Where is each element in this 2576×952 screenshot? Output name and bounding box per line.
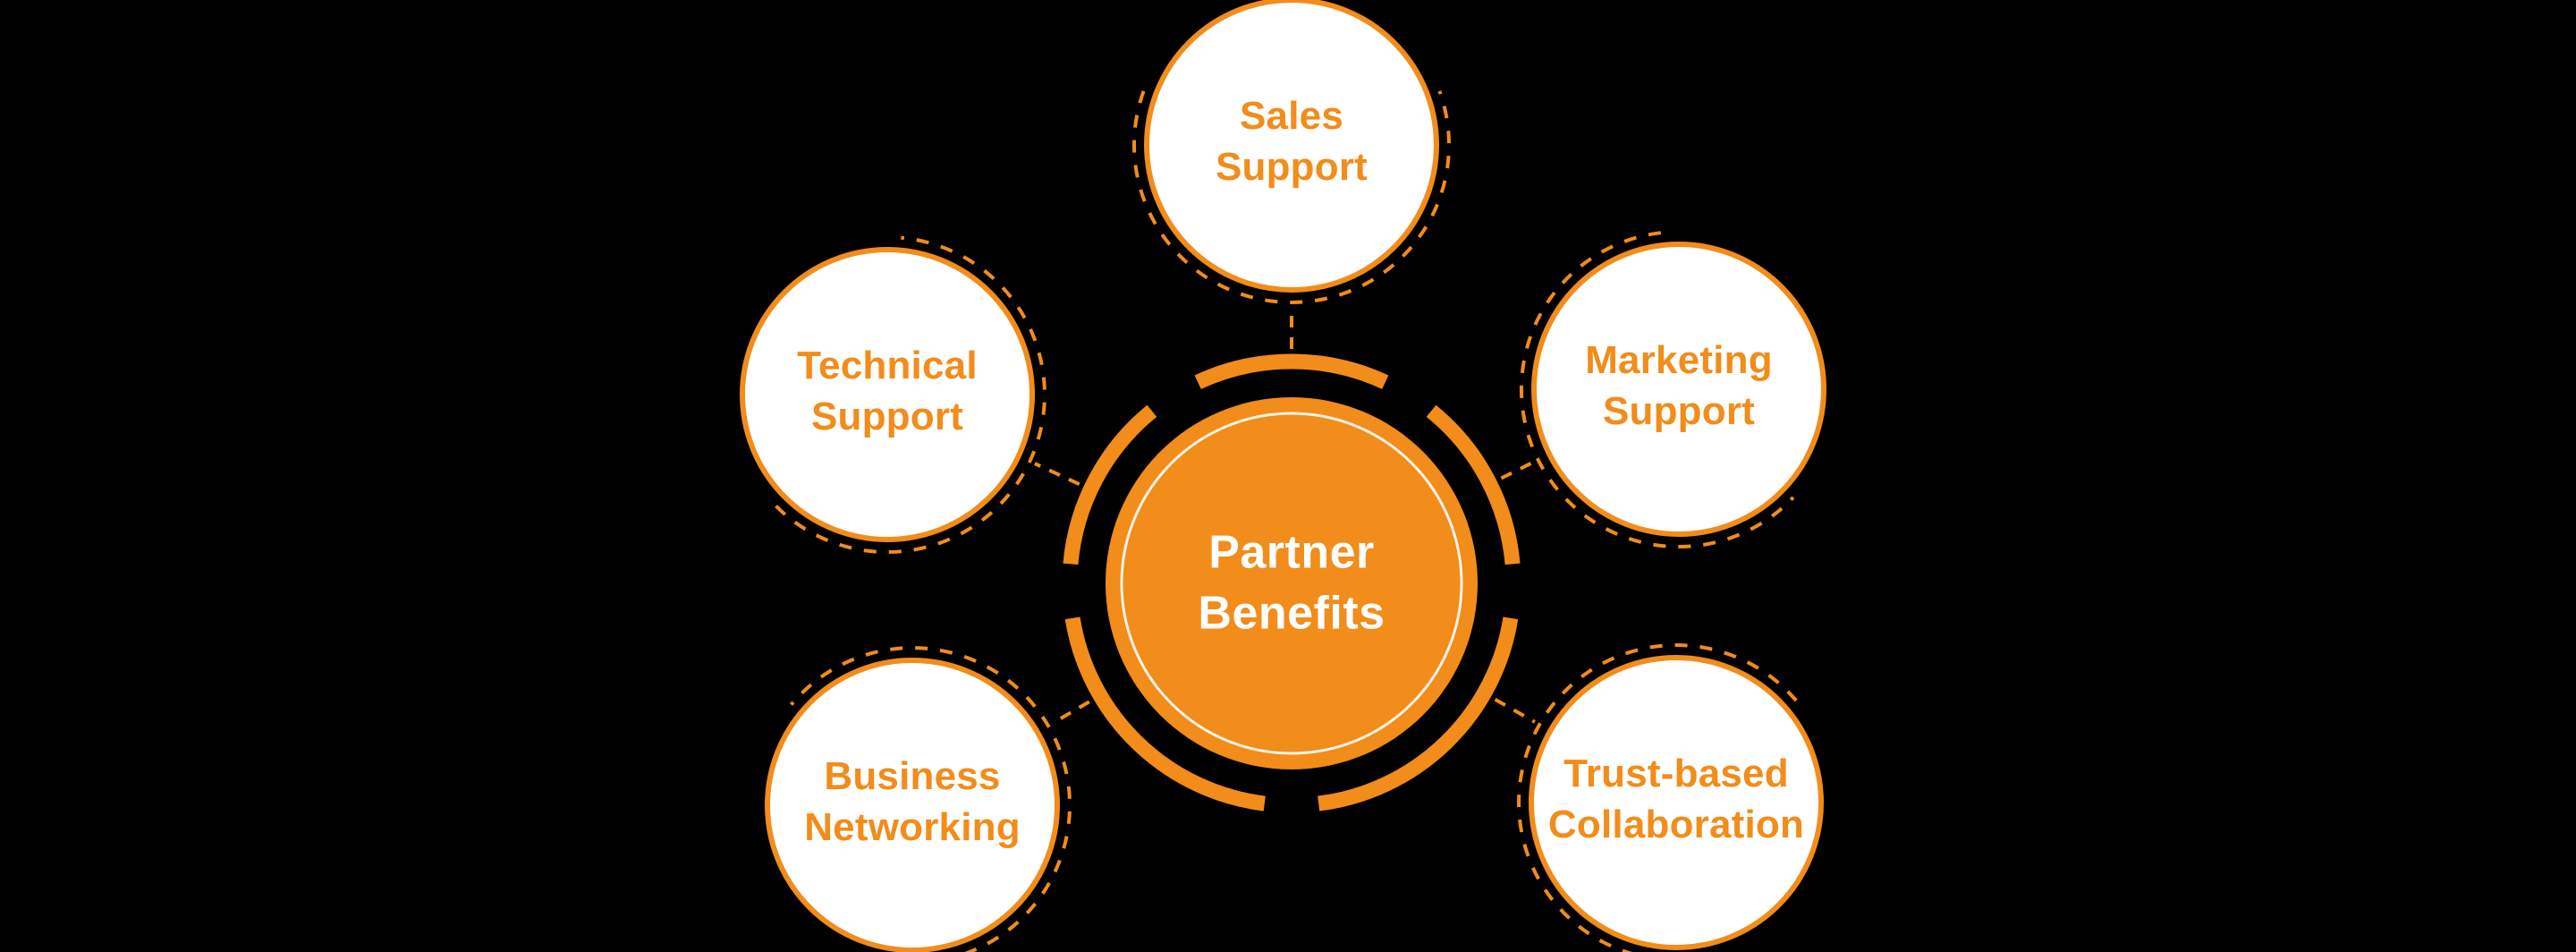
hub-ring-segment-lower-right [1318,616,1519,812]
node-circle-sales-support [1144,0,1439,293]
node-dashed-arc-technical-support [775,235,1046,554]
hub-inner-circle [1120,412,1463,755]
node-circles [740,0,1826,952]
hub-segmented-ring [1063,353,1521,812]
connector-trust-based-collaboration [1494,697,1536,724]
hub-disc [1106,397,1478,769]
node-circle-trust-based-collaboration [1529,655,1824,950]
node-circle-business-networking [765,658,1060,952]
connectors [1034,311,1536,725]
hub-ring-segment-upper-left [1063,404,1157,565]
node-dashed-arcs [775,90,1798,952]
hub-ring-segment-top [1194,353,1389,389]
connector-technical-support [1034,462,1080,487]
connector-business-networking [1052,700,1090,725]
node-circle-technical-support [740,247,1035,542]
node-circle-marketing-support [1531,242,1826,537]
hub-ring-segment-upper-right [1426,404,1521,565]
node-dashed-arc-trust-based-collaboration [1517,643,1798,952]
node-dashed-arc-marketing-support [1520,231,1795,549]
node-dashed-arc-sales-support [1132,90,1451,304]
node-dashed-arc-business-networking [790,646,1072,952]
connector-marketing-support [1500,460,1535,480]
hub-ring-segment-lower-left [1064,616,1266,812]
